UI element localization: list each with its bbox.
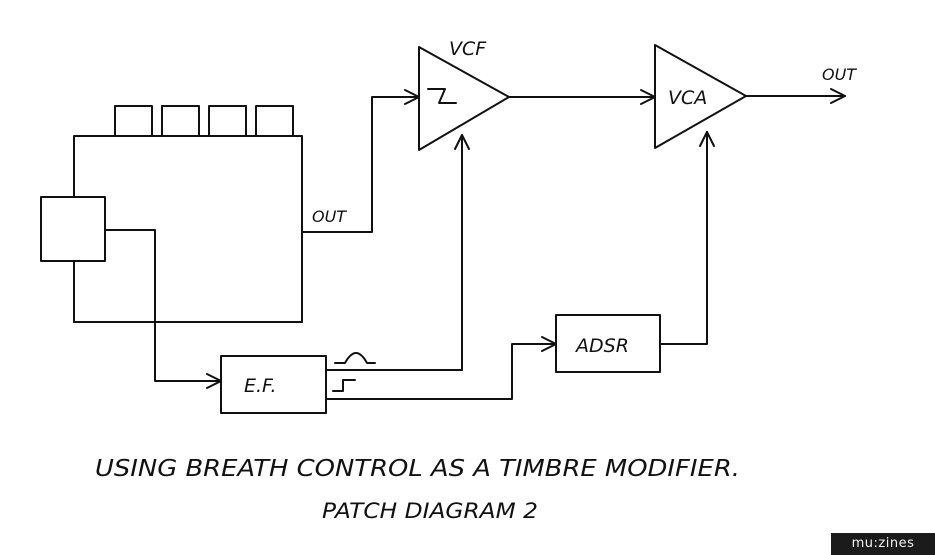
instrument-knob-4: [255, 105, 294, 137]
vcf-label: VCF: [449, 38, 487, 60]
caption-line-2: PATCH DIAGRAM 2: [322, 499, 538, 523]
out-label: OUT: [822, 65, 857, 84]
arrowhead-vcf-input: [404, 89, 420, 105]
vca-label: VCA: [668, 87, 707, 109]
wire-instrument-to-vcf: [301, 96, 420, 233]
ef-box: [220, 355, 327, 414]
wire-ef-to-adsr: [325, 343, 557, 400]
arrowhead-out: [830, 88, 846, 104]
arrowhead-adsr-input: [541, 336, 557, 352]
vcf-triangle: [418, 46, 510, 151]
arrowhead-vcf-cv: [454, 134, 470, 150]
ef-label: E.F.: [244, 375, 277, 397]
envelope-wave-icon: [334, 352, 376, 364]
instrument-knob-1: [114, 105, 153, 137]
wire-ef-to-vcf-cv: [325, 134, 463, 371]
arrowhead-vca-input: [640, 89, 656, 105]
arrowhead-ef-input: [206, 373, 222, 389]
arrowhead-vca-cv: [699, 131, 715, 147]
gate-pulse-icon: [332, 379, 356, 392]
instrument-knob-2: [161, 105, 200, 137]
instrument-out-label: OUT: [312, 207, 347, 226]
breath-controller-socket: [40, 196, 106, 262]
wire-adsr-to-vca-cv: [659, 131, 708, 345]
adsr-label: ADSR: [574, 335, 629, 357]
filter-symbol-icon: [427, 88, 457, 104]
watermark-badge: mu:zines: [831, 533, 935, 555]
instrument-knob-3: [208, 105, 247, 137]
caption-line-1: USING BREATH CONTROL AS A TIMBRE MODIFIE…: [95, 456, 740, 482]
wire-breath-to-ef: [104, 229, 222, 382]
